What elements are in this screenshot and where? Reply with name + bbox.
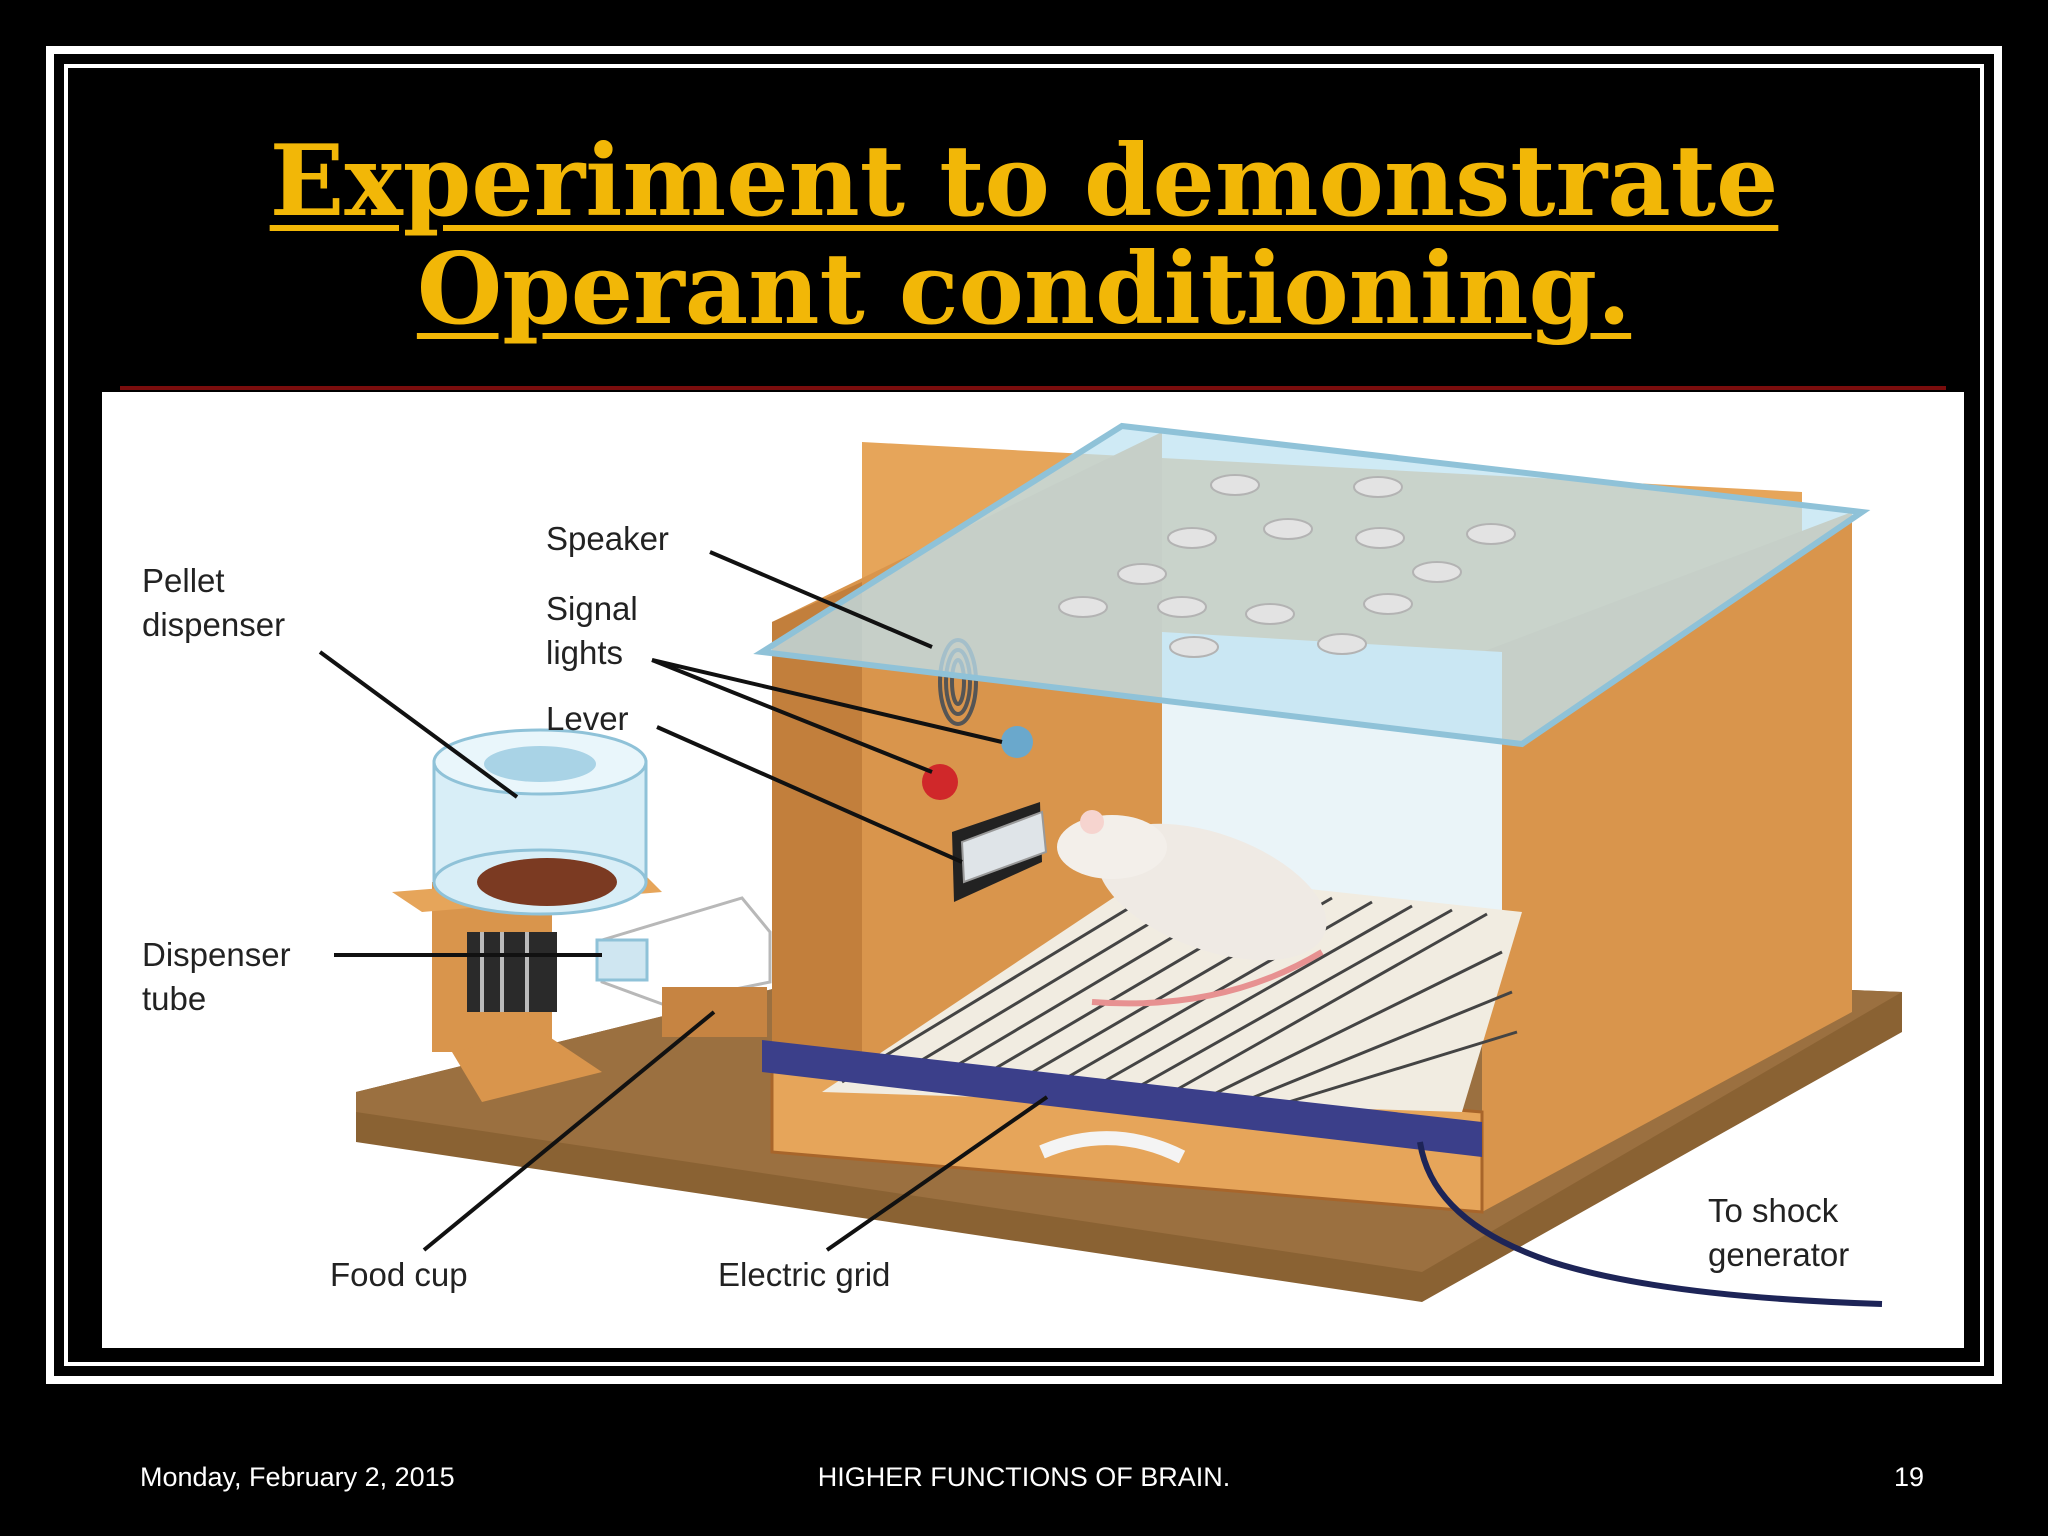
title-divider	[120, 386, 1946, 390]
footer-date: Monday, February 2, 2015	[140, 1462, 455, 1492]
pointer-speaker	[709, 550, 933, 649]
label-shock-line-1: To shock	[1708, 1192, 1839, 1229]
shock-cable	[1417, 1141, 1883, 1307]
label-signal-line-1: Signal	[546, 590, 638, 627]
label-pellet-line-2: dispenser	[142, 606, 285, 643]
footer-page-number: 19	[1893, 1462, 1924, 1492]
label-lever: Lever	[546, 700, 629, 737]
signal-light-blue	[1001, 726, 1033, 758]
lid-holes	[1058, 474, 1516, 658]
pointer-signal-red	[651, 658, 933, 774]
glass-lid	[753, 422, 1871, 748]
label-dispenser-line-2: tube	[142, 980, 206, 1017]
operant-chamber-diagram: Speaker Pellet dispenser Signal lights L…	[142, 422, 1902, 1307]
diagram-panel: Speaker Pellet dispenser Signal lights L…	[102, 392, 1964, 1348]
slide-title: Experiment to demonstrate Operant condit…	[120, 128, 1928, 344]
drawer-handle	[1039, 1131, 1186, 1164]
food-cup	[662, 987, 767, 1037]
pointer-lever	[656, 725, 963, 864]
pointer-food-cup	[422, 1010, 716, 1252]
slide-title-line-2: Operant conditioning.	[416, 232, 1632, 347]
pointer-signal-blue	[651, 658, 1003, 744]
electric-grid-floor	[822, 872, 1522, 1112]
label-signal-line-2: lights	[546, 634, 623, 671]
label-dispenser-line-1: Dispenser	[142, 936, 291, 973]
slide-outer-frame	[46, 46, 2002, 1384]
label-food-cup: Food cup	[330, 1256, 468, 1293]
rat	[1057, 810, 1327, 1007]
pointer-electric-grid	[825, 1095, 1049, 1252]
slide-inner-frame	[64, 64, 1984, 1366]
pointer-pellet	[318, 650, 519, 799]
label-speaker: Speaker	[546, 520, 669, 557]
label-electric-grid: Electric grid	[718, 1256, 890, 1293]
stand-foot	[452, 1032, 602, 1102]
slide-title-line-1: Experiment to demonstrate	[269, 124, 1779, 239]
grid-bar	[762, 1040, 1482, 1157]
label-pellet-line-1: Pellet	[142, 562, 225, 599]
label-shock-line-2: generator	[1708, 1236, 1849, 1273]
footer-title: HIGHER FUNCTIONS OF BRAIN.	[817, 1462, 1231, 1492]
